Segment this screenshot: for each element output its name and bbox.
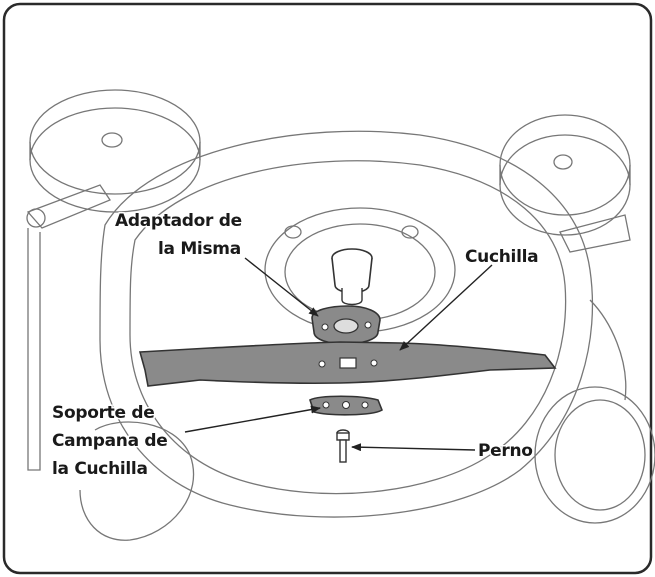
leader-adaptador bbox=[244, 257, 319, 317]
bolt bbox=[336, 429, 350, 463]
blade bbox=[138, 341, 557, 387]
label-cuchilla: Cuchilla bbox=[465, 247, 538, 267]
spindle bbox=[331, 248, 373, 306]
label-adaptador-line1: Adaptador de bbox=[115, 211, 242, 231]
wheel-rear-right bbox=[499, 114, 631, 236]
label-soporte-line2: Campana de bbox=[52, 431, 168, 451]
leader-cuchilla bbox=[399, 264, 493, 351]
label-adaptador-line2: la Misma bbox=[158, 239, 241, 259]
label-soporte-line3: la Cuchilla bbox=[52, 459, 148, 479]
label-perno: Perno bbox=[478, 441, 533, 461]
blade-bell-support bbox=[309, 395, 383, 416]
leader-soporte bbox=[184, 405, 321, 433]
label-soporte-line1: Soporte de bbox=[52, 403, 154, 423]
wheel-front-left bbox=[79, 421, 195, 541]
leader-perno bbox=[351, 443, 476, 452]
wheel-rear-left bbox=[29, 89, 201, 213]
wheel-front-right bbox=[534, 386, 655, 524]
blade-adapter bbox=[311, 305, 381, 345]
